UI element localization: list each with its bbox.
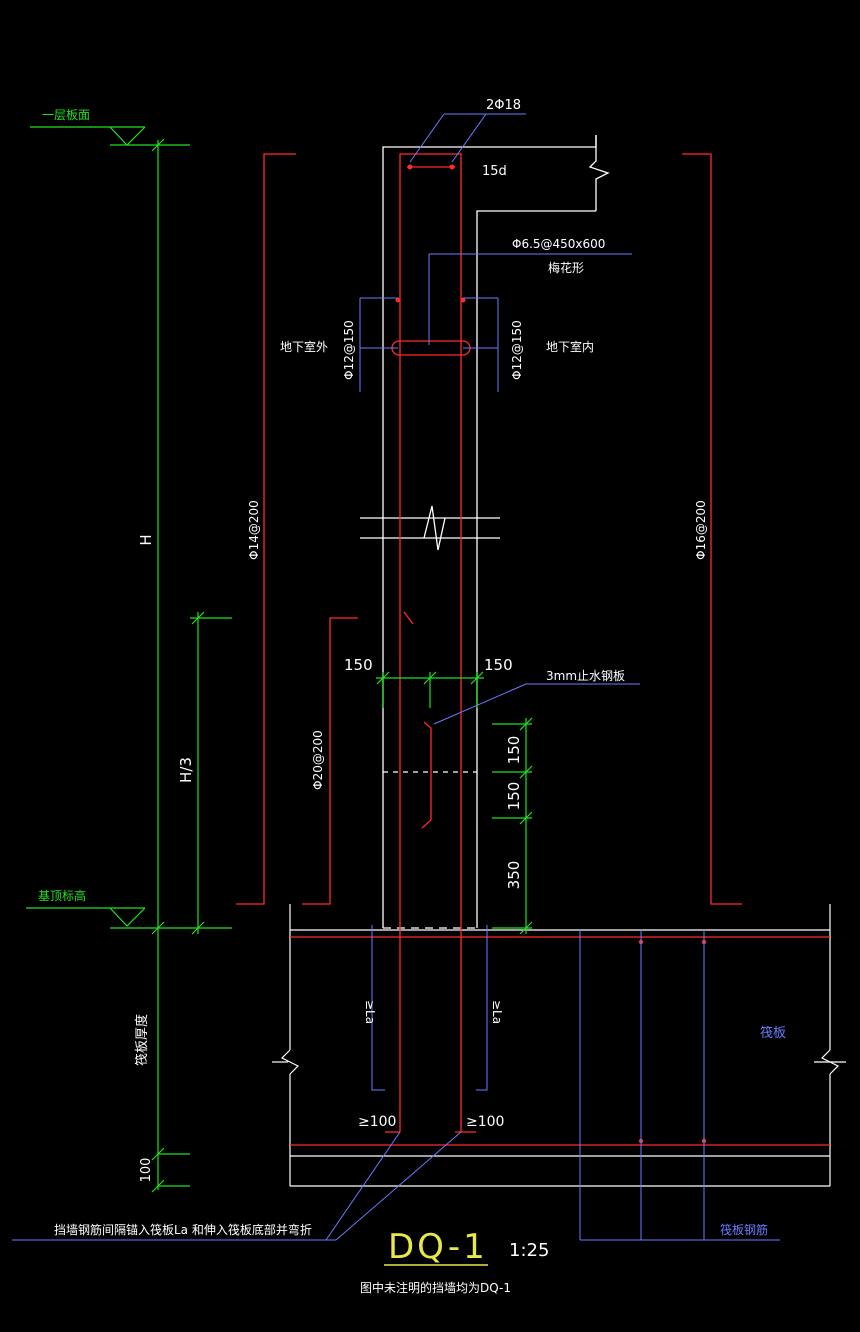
raft-rebar-leader xyxy=(579,930,780,1241)
anchor-left-label: ≥La xyxy=(363,1000,377,1024)
anchor-note-label: 挡墙钢筋间隔锚入筏板La 和伸入筏板底部并弯折 xyxy=(54,1222,312,1237)
height-dimension-line xyxy=(151,138,232,1193)
drawing-note: 图中未注明的挡墙均为DQ-1 xyxy=(360,1280,511,1295)
wall-rebar xyxy=(236,153,742,1133)
foundation-level-marker xyxy=(26,907,232,929)
top-bars-label: 2Φ18 xyxy=(486,98,521,113)
vert-in-label: Φ16@200 xyxy=(694,500,708,560)
lap-height-label: H/3 xyxy=(177,757,195,783)
ext-left-label: ≥100 xyxy=(358,1114,396,1130)
vert-out-label: Φ14@200 xyxy=(247,500,261,560)
rebar-dots xyxy=(395,164,466,303)
raft-rebar-label: 筏板钢筋 xyxy=(720,1222,768,1237)
waterstop-label: 3mm止水钢板 xyxy=(546,669,625,683)
raft-outline xyxy=(272,904,846,1187)
offset-right-label: 150 xyxy=(484,656,513,674)
top-level-marker xyxy=(30,126,190,146)
tie-pattern-label: 梅花形 xyxy=(548,260,584,275)
raft-top-rebar xyxy=(290,936,830,1146)
raft-rebar-dots xyxy=(638,939,707,1144)
anchor-right-label: ≥La xyxy=(490,1000,504,1024)
ext-right-label: ≥100 xyxy=(466,1114,504,1130)
horiz-out-label: Φ12@150 xyxy=(342,320,356,380)
raft-label: 筏板 xyxy=(760,1025,786,1041)
rebar-leaders xyxy=(12,113,640,1241)
stop-plate-dimensions xyxy=(376,671,533,935)
height-label: H xyxy=(137,534,155,545)
horiz-in-label: Φ12@150 xyxy=(510,320,524,380)
stop-upper-label: 150 xyxy=(505,736,523,765)
drawing-scale: 1:25 xyxy=(509,1240,549,1261)
drawing-title: DQ-1 xyxy=(388,1227,488,1267)
inside-label: 地下室内 xyxy=(546,339,594,354)
outside-label: 地下室外 xyxy=(280,339,328,354)
stop-base-label: 350 xyxy=(505,861,523,890)
dowel-label: Φ20@200 xyxy=(311,730,325,790)
stop-lower-label: 150 xyxy=(505,782,523,811)
raft-thickness-label: 筏板厚度 xyxy=(134,1014,150,1066)
foundation-level-label: 基顶标高 xyxy=(38,888,86,903)
tie-spec-label: Φ6.5@450x600 xyxy=(512,237,605,251)
hook-label: 15d xyxy=(482,164,507,179)
top-level-label: 一层板面 xyxy=(42,108,90,122)
offset-left-label: 150 xyxy=(344,656,373,674)
bottom-cover-label: 100 xyxy=(139,1158,154,1183)
